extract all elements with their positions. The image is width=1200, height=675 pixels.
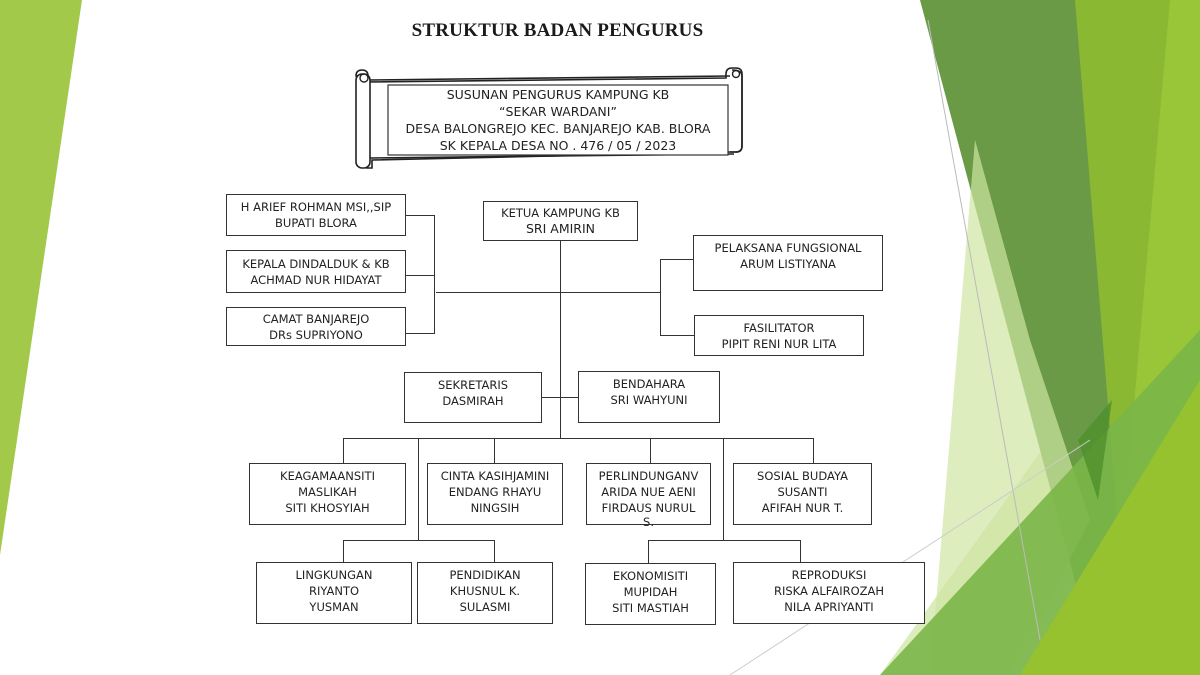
section-line: SITI KHOSYIAH — [285, 501, 370, 515]
advisor-name: H ARIEF ROHMAN MSI,,SIP — [240, 200, 392, 214]
banner-line: “SEKAR WARDANI” — [499, 104, 617, 119]
section-box-reproduksi: REPRODUKSI RISKA ALFAIROZAH NILA APRIYAN… — [733, 562, 925, 624]
advisor-box-bupati: H ARIEF ROHMAN MSI,,SIP BUPATI BLORA — [226, 194, 406, 236]
advisor-box-dindalduk: KEPALA DINDALDUK & KB ACHMAD NUR HIDAYAT — [226, 250, 406, 293]
section-box-sosial-budaya: SOSIAL BUDAYA SUSANTI AFIFAH NUR T. — [733, 463, 872, 525]
officer-name: DASMIRAH — [442, 394, 504, 408]
connector — [343, 540, 345, 563]
section-line: EKONOMISITI — [612, 569, 689, 583]
right-dark-notch-shape — [1078, 400, 1112, 500]
connector — [405, 333, 435, 335]
support-box-pelaksana: PELAKSANA FUNGSIONAL ARUM LISTIYANA — [693, 235, 883, 291]
support-name: ARUM LISTIYANA — [740, 257, 836, 271]
connector — [434, 215, 436, 334]
section-line: AFIFAH NUR T. — [761, 501, 844, 515]
support-role: FASILITATOR — [743, 320, 815, 335]
decorative-thin-line — [729, 439, 1091, 675]
connector — [648, 540, 650, 563]
connector — [343, 438, 345, 464]
section-line: S. — [643, 515, 654, 529]
section-line: PENDIDIKAN — [449, 568, 521, 582]
left-green-accent-shape — [0, 0, 82, 555]
section-line: SULASMI — [459, 600, 511, 614]
advisor-role: CAMAT BANJAREJO — [262, 311, 370, 326]
section-box-perlindungan: PERLINDUNGANV ARIDA NUE AENI FIRDAUS NUR… — [586, 463, 711, 529]
connector — [800, 540, 802, 563]
section-line: RIYANTO — [308, 584, 360, 598]
section-box-ekonomi: EKONOMISITI MUPIDAH SITI MASTIAH — [585, 563, 716, 625]
connector — [494, 540, 496, 563]
section-line: REPRODUKSI — [791, 568, 867, 582]
advisor-name: ACHMAD NUR HIDAYAT — [250, 272, 382, 287]
connector — [343, 540, 495, 542]
section-line: RISKA ALFAIROZAH — [773, 584, 885, 598]
support-box-fasilitator: FASILITATOR PIPIT RENI NUR LITA — [694, 315, 864, 356]
page-title: STRUKTUR BADAN PENGURUS — [411, 20, 704, 41]
connector — [650, 438, 652, 464]
connector — [436, 292, 660, 294]
connector — [405, 215, 435, 217]
connector — [813, 438, 815, 464]
section-line: MASLIKAH — [298, 485, 357, 499]
section-line: PERLINDUNGANV — [598, 469, 699, 483]
section-line: FIRDAUS NURUL — [601, 501, 696, 515]
section-line: NILA APRIYANTI — [784, 600, 874, 614]
section-box-keagamaan: KEAGAMAANSITI MASLIKAH SITI KHOSYIAH — [249, 463, 406, 525]
connector — [343, 438, 814, 440]
section-line: LINGKUNGAN — [295, 568, 373, 582]
section-line: ARIDA NUE AENI — [601, 485, 696, 499]
right-bottom-lime-triangle-shape — [1020, 380, 1200, 675]
section-line: SITI MASTIAH — [612, 601, 689, 615]
section-line: NINGSIH — [470, 501, 520, 515]
advisor-box-camat: CAMAT BANJAREJO DRs SUPRIYONO — [226, 307, 406, 346]
decorative-thin-line — [927, 19, 1041, 641]
connector — [660, 259, 662, 336]
chair-role: KETUA KAMPUNG KB — [501, 206, 620, 220]
section-line: SUSANTI — [777, 485, 828, 499]
scroll-banner-text: SUSUNAN PENGURUS KAMPUNG KB “SEKAR WARDA… — [388, 86, 728, 154]
connector — [660, 335, 694, 337]
connector — [660, 259, 693, 261]
banner-line: DESA BALONGREJO KEC. BANJAREJO KAB. BLOR… — [405, 121, 711, 136]
connector — [723, 438, 725, 540]
section-line: KEAGAMAANSITI — [280, 469, 375, 483]
banner-line: SUSUNAN PENGURUS KAMPUNG KB — [446, 87, 670, 102]
scroll-banner-shape — [355, 67, 743, 169]
section-line: YUSMAN — [309, 600, 359, 614]
officer-box-bendahara: BENDAHARA SRI WAHYUNI — [578, 371, 720, 423]
section-line: MUPIDAH — [623, 585, 678, 599]
banner-line: SK KEPALA DESA NO . 476 / 05 / 2023 — [439, 138, 677, 153]
connector — [405, 275, 435, 277]
officer-role: SEKRETARIS — [437, 378, 509, 392]
connector — [541, 397, 578, 399]
support-name: PIPIT RENI NUR LITA — [721, 336, 837, 351]
section-line: CINTA KASIHJAMINI — [440, 469, 550, 483]
connector — [648, 540, 801, 542]
section-box-pendidikan: PENDIDIKAN KHUSNUL K. SULASMI — [417, 562, 553, 624]
section-box-cinta-kasih: CINTA KASIHJAMINI ENDANG RHAYU NINGSIH — [427, 463, 563, 525]
chair-box: KETUA KAMPUNG KB SRI AMIRIN — [483, 201, 638, 241]
support-role: PELAKSANA FUNGSIONAL — [714, 241, 862, 255]
chair-name: SRI AMIRIN — [525, 221, 596, 236]
advisor-role: KEPALA DINDALDUK & KB — [242, 256, 390, 271]
section-box-lingkungan: LINGKUNGAN RIYANTO YUSMAN — [256, 562, 412, 624]
connector — [418, 438, 420, 540]
section-line: ENDANG RHAYU — [448, 485, 542, 499]
advisor-name: DRs SUPRIYONO — [269, 327, 363, 342]
section-line: KHUSNUL K. — [449, 584, 521, 598]
officer-name: SRI WAHYUNI — [610, 393, 688, 407]
section-line: SOSIAL BUDAYA — [757, 469, 848, 483]
advisor-role: BUPATI BLORA — [275, 216, 357, 230]
connector — [560, 240, 562, 439]
connector — [494, 438, 496, 464]
officer-role: BENDAHARA — [612, 377, 686, 391]
officer-box-sekretaris: SEKRETARIS DASMIRAH — [404, 372, 542, 423]
